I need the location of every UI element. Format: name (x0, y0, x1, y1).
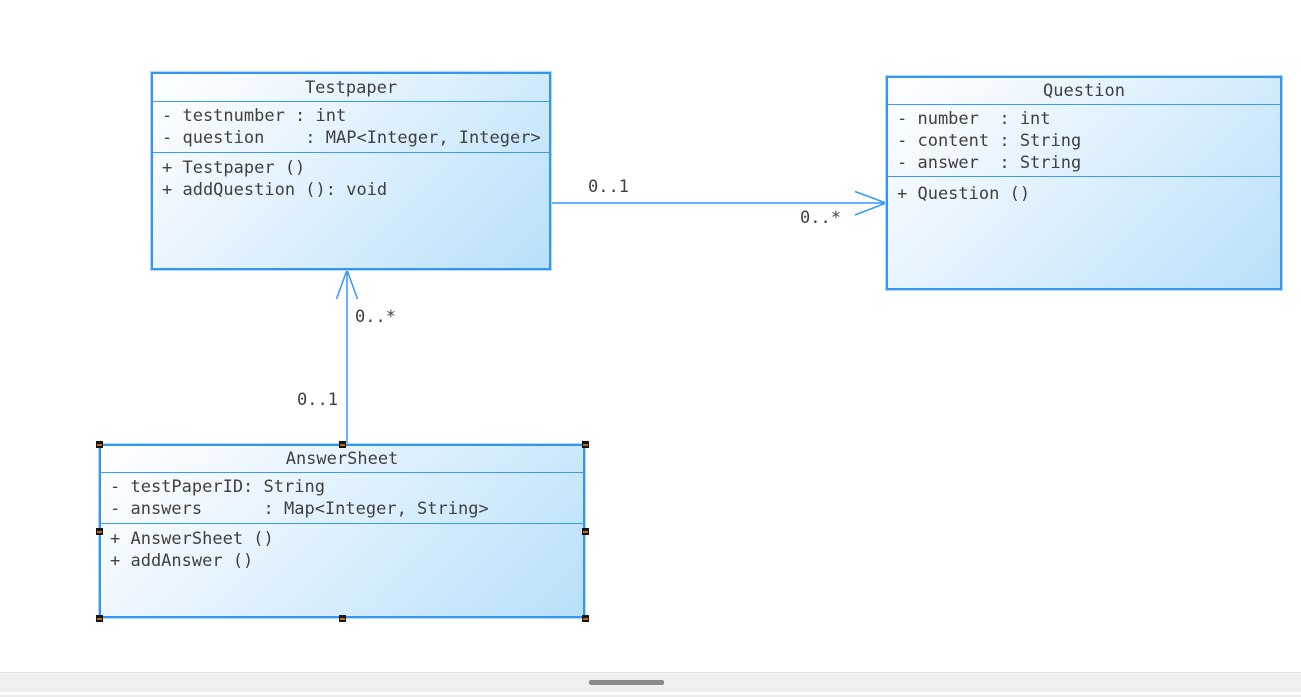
class-methods-compartment: + Testpaper () + addQuestion (): void (153, 153, 549, 201)
class-attributes-compartment: - testnumber : int - question : MAP<Inte… (153, 102, 549, 153)
multiplicity-label-target[interactable]: 0..* (800, 208, 841, 228)
resize-handle-top-left[interactable] (96, 441, 103, 448)
resize-handle-bottom-center[interactable] (339, 615, 346, 622)
class-attributes-compartment: - number : int - content : String - answ… (888, 105, 1280, 177)
attribute-line: - answers : Map<Integer, String> (110, 499, 489, 519)
handle-accent (340, 618, 345, 620)
handle-accent (97, 531, 102, 533)
open-arrowhead-up-icon (335, 267, 359, 300)
class-title: Question (888, 78, 1280, 105)
class-title: AnswerSheet (101, 446, 583, 473)
horizontal-scrollbar-thumb[interactable] (589, 680, 664, 685)
resize-handle-middle-left[interactable] (96, 528, 103, 535)
method-line: + addAnswer () (110, 551, 254, 571)
open-arrowhead-right-icon (854, 190, 889, 216)
association-answersheet-testpaper[interactable] (335, 267, 359, 444)
attribute-line: - testPaperID: String (110, 477, 325, 497)
handle-accent (340, 444, 345, 446)
method-line: + Testpaper () (162, 158, 306, 178)
resize-handle-top-center[interactable] (339, 441, 346, 448)
resize-handle-bottom-left[interactable] (96, 615, 103, 622)
class-methods-compartment: + Question () (888, 177, 1280, 205)
resize-handle-bottom-right[interactable] (582, 615, 589, 622)
resize-handle-top-right[interactable] (582, 441, 589, 448)
class-title: Testpaper (153, 74, 549, 102)
multiplicity-label-source[interactable]: 0..1 (588, 177, 629, 197)
window-bottom-edge (0, 695, 1301, 697)
handle-accent (583, 531, 588, 533)
resize-handle-middle-right[interactable] (582, 528, 589, 535)
method-line: + Question () (897, 184, 1031, 204)
attribute-line: - number : int (897, 109, 1051, 129)
handle-accent (97, 444, 102, 446)
handle-accent (583, 618, 588, 620)
class-answersheet[interactable]: AnswerSheet - testPaperID: String - answ… (99, 444, 585, 618)
handle-accent (583, 444, 588, 446)
handle-accent (97, 618, 102, 620)
multiplicity-label-target[interactable]: 0..* (355, 307, 396, 327)
class-methods-compartment: + AnswerSheet () + addAnswer () (101, 524, 583, 572)
method-line: + AnswerSheet () (110, 529, 274, 549)
attribute-line: - answer : String (897, 153, 1082, 173)
attribute-line: - testnumber : int (162, 106, 347, 126)
attribute-line: - question : MAP<Integer, Integer> (162, 128, 541, 148)
horizontal-scrollbar[interactable] (0, 672, 1301, 692)
class-question[interactable]: Question - number : int - content : Stri… (886, 76, 1282, 290)
method-line: + addQuestion (): void (162, 180, 388, 200)
attribute-line: - content : String (897, 131, 1082, 151)
class-attributes-compartment: - testPaperID: String - answers : Map<In… (101, 473, 583, 524)
multiplicity-label-source[interactable]: 0..1 (297, 390, 338, 410)
class-testpaper[interactable]: Testpaper - testnumber : int - question … (151, 72, 551, 270)
